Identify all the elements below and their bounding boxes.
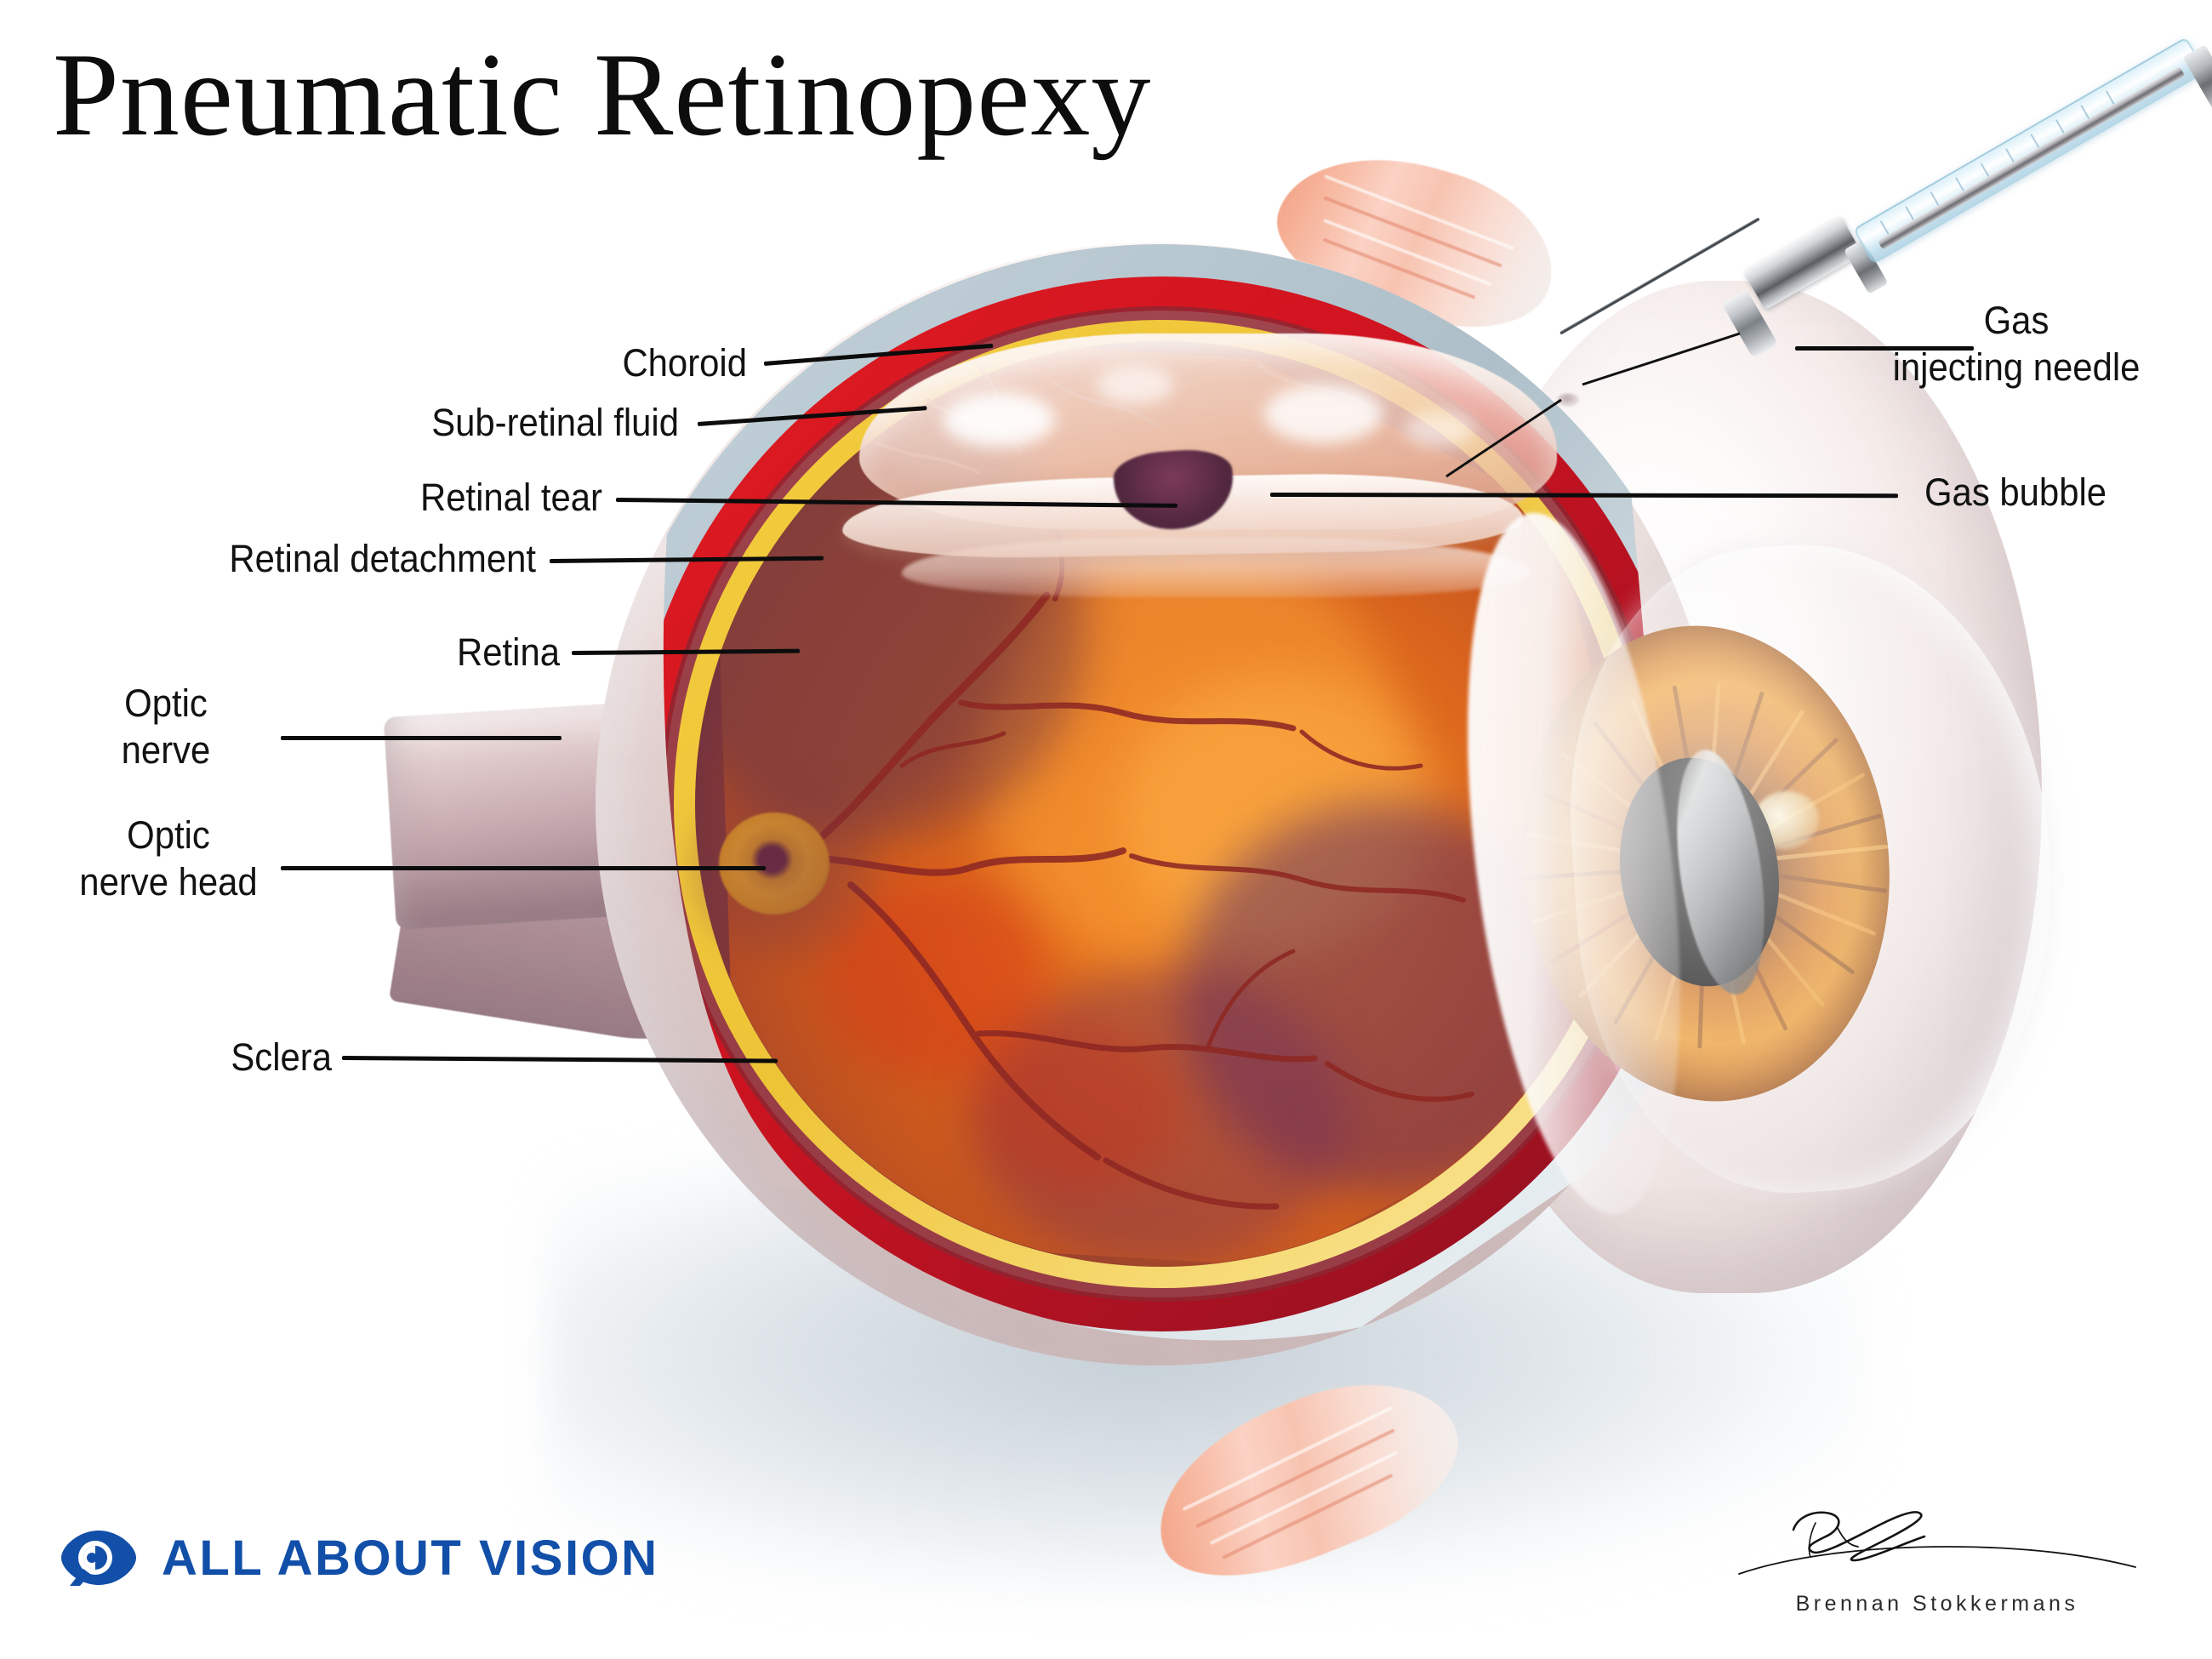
label-gas-bubble: Gas bubble <box>1924 470 2107 514</box>
label-choroid: Choroid <box>622 341 747 385</box>
artist-name: Brennan Stokkermans <box>1795 1592 2079 1616</box>
label-retinal-detachment: Retinal detachment <box>229 537 536 580</box>
artist-signature: Brennan Stokkermans <box>1737 1508 2137 1616</box>
label-optic-nerve-head: Optic nerve head <box>79 813 258 904</box>
gas-injecting-syringe <box>1557 37 2212 407</box>
leader-line-gas-injecting-needle <box>1795 346 1974 351</box>
needle-hub <box>1743 215 1863 311</box>
signature-mark-icon <box>1738 1511 2136 1575</box>
label-retina: Retina <box>457 630 560 674</box>
needle-entry-point <box>1557 393 1579 407</box>
label-sclera: Sclera <box>231 1035 332 1079</box>
leader-line-optic-nerve-head <box>281 866 766 870</box>
label-sub-retinal-fluid: Sub-retinal fluid <box>431 401 679 444</box>
label-gas-injecting-needle: Gas injecting needle <box>1892 299 2141 389</box>
brand-name: ALL ABOUT VISION <box>162 1530 659 1586</box>
leader-line-optic-nerve <box>281 736 562 740</box>
brand-logo[interactable]: ALL ABOUT VISION <box>58 1528 659 1588</box>
plunger-rod <box>1877 66 2186 251</box>
page-title: Pneumatic Retinopexy <box>53 29 1152 161</box>
eye-logo-icon <box>61 1531 136 1586</box>
label-optic-nerve: Optic nerve <box>121 681 211 772</box>
label-retinal-tear: Retinal tear <box>419 476 602 519</box>
